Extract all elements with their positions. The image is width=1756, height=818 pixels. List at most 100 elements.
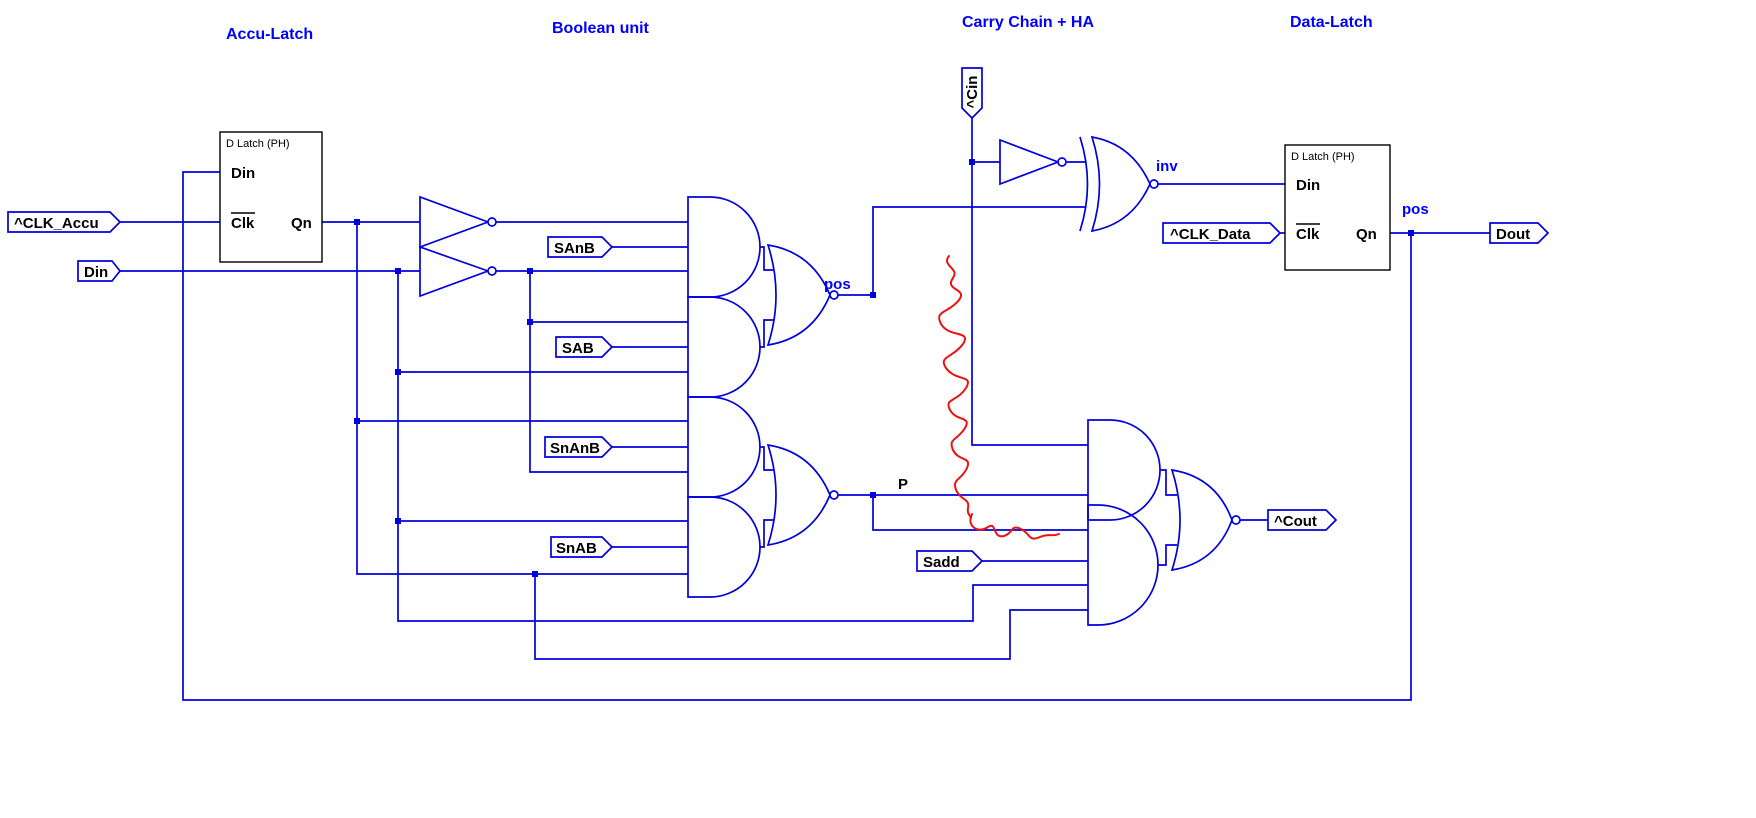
junction-dot xyxy=(870,292,876,298)
xnor-gate-body xyxy=(1090,135,1151,233)
or-gate-body xyxy=(766,443,831,547)
and-gate-body xyxy=(687,496,761,598)
net-label-inv: inv xyxy=(1156,158,1178,175)
wire xyxy=(529,271,688,473)
port-sadd[interactable]: Sadd xyxy=(916,550,984,572)
wire xyxy=(760,446,774,471)
inverter-a[interactable] xyxy=(419,195,497,249)
port-sab[interactable]: SAB xyxy=(555,336,614,358)
port-clk-data[interactable]: ^CLK_Data xyxy=(1162,222,1282,244)
net-label-pos: pos xyxy=(824,276,851,293)
or-gate-body xyxy=(766,243,831,347)
inverter-cin[interactable] xyxy=(999,138,1067,186)
section-label-accu-latch: Accu-Latch xyxy=(226,26,313,43)
port-label: ^Cin xyxy=(964,76,981,109)
port-shape xyxy=(555,336,614,358)
latch-body xyxy=(1284,144,1391,271)
and-gate-1[interactable] xyxy=(687,196,761,298)
nor-gate-pos[interactable] xyxy=(766,243,839,347)
wire xyxy=(838,206,1086,296)
or-gate-bubble xyxy=(1231,515,1241,525)
latch-pin-din: Din xyxy=(231,165,255,182)
port-shape xyxy=(916,550,984,572)
inverter-b[interactable] xyxy=(419,245,497,298)
and-gate-2[interactable] xyxy=(687,296,761,398)
inverter-bubble xyxy=(487,217,497,227)
port-shape xyxy=(550,536,614,558)
port-shape xyxy=(1162,222,1282,244)
latch-title: D Latch (PH) xyxy=(226,138,290,150)
red-scribble-stroke-vertical xyxy=(938,255,972,519)
wire xyxy=(534,574,1088,660)
xnor-gate-sum[interactable] xyxy=(1079,135,1159,233)
port-snab[interactable]: SnAB xyxy=(550,536,614,558)
and-gate-body xyxy=(687,296,761,398)
accu-latch-component[interactable]: D Latch (PH) Din Clk Qn xyxy=(219,131,323,263)
port-label: SnAB xyxy=(556,540,597,557)
port-label: Sadd xyxy=(923,554,960,571)
and-gate-carry-1[interactable] xyxy=(1087,419,1161,521)
port-label: SAnB xyxy=(554,240,595,257)
or-gate-bubble xyxy=(829,290,839,300)
port-dout[interactable]: Dout xyxy=(1489,222,1550,244)
data-latch-component[interactable]: D Latch (PH) Din Clk Qn xyxy=(1284,144,1391,271)
port-label: Din xyxy=(84,264,108,281)
port-shape xyxy=(544,436,614,458)
latch-pin-din: Din xyxy=(1296,177,1320,194)
port-cin[interactable]: ^Cin xyxy=(961,67,983,120)
xnor-input-arc xyxy=(1079,136,1089,232)
nor-gate-p[interactable] xyxy=(766,443,839,547)
and-gate-body xyxy=(687,196,761,298)
section-label-boolean-unit: Boolean unit xyxy=(552,20,650,37)
port-snanb[interactable]: SnAnB xyxy=(544,436,614,458)
junction-dot xyxy=(1408,230,1414,236)
and-gate-3[interactable] xyxy=(687,396,761,498)
port-cout[interactable]: ^Cout xyxy=(1267,509,1338,531)
latch-body xyxy=(219,131,323,263)
wire-net xyxy=(120,118,1490,701)
junction-dot xyxy=(395,518,401,524)
port-din[interactable]: Din xyxy=(77,260,122,282)
section-label-carry-chain: Carry Chain + HA xyxy=(962,14,1094,31)
net-label-pos-2: pos xyxy=(1402,201,1429,218)
junction-dot xyxy=(532,571,538,577)
red-scribble-annotation xyxy=(938,255,1060,540)
section-label-data-latch: Data-Latch xyxy=(1290,14,1373,31)
xnor-gate-bubble xyxy=(1149,179,1159,189)
port-label: ^CLK_Data xyxy=(1170,226,1251,243)
port-label: SAB xyxy=(562,340,594,357)
port-shape xyxy=(1489,222,1550,244)
inverter-bubble xyxy=(1057,157,1067,167)
wire xyxy=(182,171,1412,701)
latch-pin-clk: Clk xyxy=(231,215,255,232)
junction-dot xyxy=(354,219,360,225)
and-gate-4[interactable] xyxy=(687,496,761,598)
red-scribble-stroke-horizontal xyxy=(969,513,1060,540)
wire xyxy=(760,246,774,271)
and-gate-carry-2[interactable] xyxy=(1087,504,1159,626)
junction-dot xyxy=(395,268,401,274)
junction-dot xyxy=(527,268,533,274)
wire xyxy=(971,118,1088,446)
wire xyxy=(760,319,774,348)
port-clk-accu[interactable]: ^CLK_Accu xyxy=(7,211,122,233)
latch-pin-qn: Qn xyxy=(1356,226,1377,243)
junction-dot xyxy=(870,492,876,498)
wire xyxy=(1160,469,1177,496)
wire xyxy=(397,271,1088,622)
port-sanb[interactable]: SAnB xyxy=(547,236,614,258)
junction-dot xyxy=(527,319,533,325)
wire xyxy=(872,495,1088,531)
and-gate-body xyxy=(1087,419,1161,521)
port-shape xyxy=(7,211,122,233)
junction-dot xyxy=(969,159,975,165)
port-label: SnAnB xyxy=(550,440,600,457)
port-label: ^CLK_Accu xyxy=(14,215,99,232)
inverter-body xyxy=(419,245,491,298)
inverter-body xyxy=(999,138,1061,186)
port-shape xyxy=(1267,509,1338,531)
nor-gate-cout[interactable] xyxy=(1170,468,1241,572)
and-gate-body xyxy=(1087,504,1159,626)
junction-dot xyxy=(395,369,401,375)
